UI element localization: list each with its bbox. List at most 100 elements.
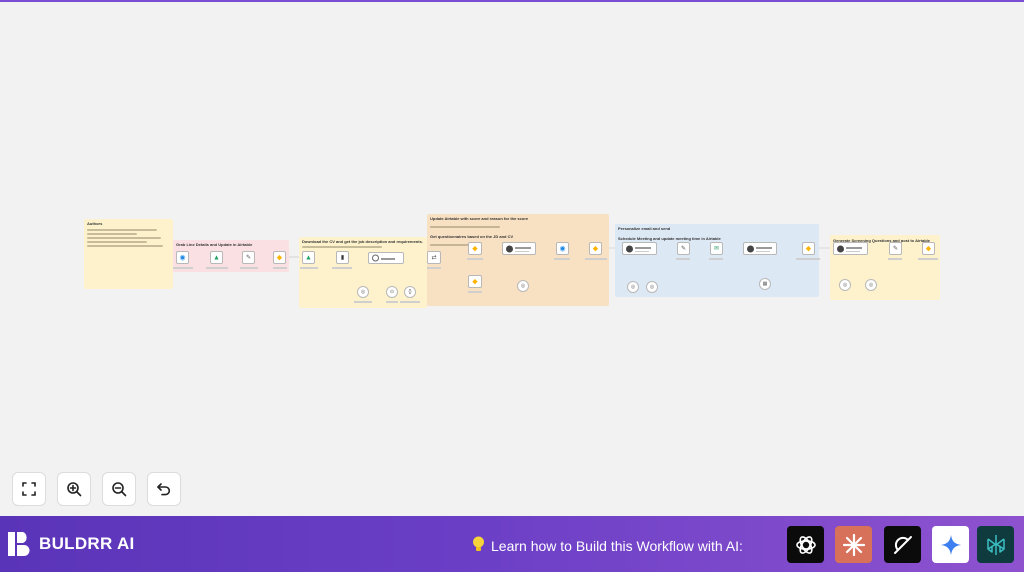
ai-agent-node[interactable] (368, 252, 404, 264)
claude-button[interactable] (835, 526, 872, 563)
zoom-in-icon (67, 482, 82, 497)
learn-text: Learn how to Build this Workflow with AI… (491, 538, 743, 554)
google-drive-download-node[interactable]: ▲ (302, 251, 315, 264)
airtable-meeting-node[interactable]: ◆ (802, 242, 815, 255)
reset-zoom-button[interactable] (147, 472, 181, 506)
sticky-title: Grab Line Details and Update in Airtable (176, 242, 253, 247)
pencil-icon: ✎ (245, 254, 252, 261)
learn-cta: Learn how to Build this Workflow with AI… (472, 536, 743, 556)
sticky-title: Generate Screening Questions and post to… (833, 238, 930, 243)
google-drive-upload-node[interactable]: ▲ (210, 251, 223, 264)
questionnaire-llm-node[interactable] (502, 242, 536, 255)
chatgpt-button[interactable] (787, 526, 824, 563)
sticky-text-line (430, 226, 500, 228)
node-label (300, 267, 318, 269)
email-parser-subnode[interactable]: ◎ (646, 281, 658, 293)
edit-fields-node[interactable]: ✎ (242, 251, 255, 264)
google-drive-icon: ▲ (213, 254, 220, 261)
llm-icon (626, 245, 633, 252)
extract-from-file-node[interactable]: ▮ (336, 251, 349, 264)
sticky-note-update-score[interactable]: Update Airtable with score and reason fo… (427, 214, 609, 306)
fit-view-icon (22, 482, 36, 496)
sticky-text-line (87, 229, 157, 231)
node-label (386, 301, 398, 303)
node-label (554, 258, 570, 260)
pencil-icon: ✎ (680, 245, 687, 252)
zoom-in-button[interactable] (57, 472, 91, 506)
node-label (173, 267, 193, 269)
output-parser-subnode[interactable]: {} (404, 286, 416, 298)
sticky-text-line (87, 233, 137, 235)
airtable-questions-node[interactable]: ◆ (589, 242, 602, 255)
buldrr-logo-icon (8, 532, 30, 556)
perplexity-button[interactable] (977, 526, 1014, 563)
node-subtitle-line (635, 251, 649, 252)
node-label (918, 258, 938, 260)
airtable-icon: ◆ (805, 245, 812, 252)
sticky-title: Personalize email and send (618, 226, 671, 231)
gemini-button[interactable] (932, 526, 969, 563)
google-drive-icon: ▲ (305, 254, 312, 261)
screening-llm-node[interactable] (833, 242, 868, 255)
schedule-meeting-node[interactable] (743, 242, 777, 255)
zoom-out-button[interactable] (102, 472, 136, 506)
model-icon: ◎ (360, 289, 366, 295)
screening-model-subnode[interactable]: ◎ (839, 279, 851, 291)
edit-email-node[interactable]: ✎ (677, 242, 690, 255)
form-trigger-node[interactable]: ◉ (176, 251, 189, 264)
braces-icon: {} (408, 289, 412, 295)
personalize-llm-node[interactable] (622, 242, 657, 255)
airtable-create-node[interactable]: ◆ (273, 251, 286, 264)
questionnaire-model-subnode[interactable]: ◎ (517, 280, 529, 292)
switch-node[interactable]: ⇄ (427, 251, 441, 264)
sticky-text-line (87, 245, 163, 247)
fit-view-button[interactable] (12, 472, 46, 506)
sticky-text-line (87, 241, 147, 243)
robot-icon (747, 245, 754, 252)
llm-icon (837, 245, 844, 252)
send-email-node[interactable]: ✉ (710, 242, 723, 255)
node-subtitle-line (756, 251, 770, 252)
airtable-rejected-node[interactable]: ◆ (468, 275, 482, 288)
pencil-icon: ✎ (892, 245, 899, 252)
grok-button[interactable] (884, 526, 921, 563)
chat-model-subnode[interactable]: ◎ (357, 286, 369, 298)
screening-parser-subnode[interactable]: ◎ (865, 279, 877, 291)
node-title-line (756, 247, 772, 249)
model-icon: ◎ (520, 283, 526, 289)
node-subtitle-line (515, 251, 529, 252)
edit-questions-node[interactable]: ✎ (889, 242, 902, 255)
node-label (240, 267, 258, 269)
node-title-line (515, 247, 531, 249)
airtable-screening-node[interactable]: ◆ (922, 242, 935, 255)
calendar-tool-subnode[interactable]: ▦ (759, 278, 771, 290)
form-icon: ◉ (179, 254, 186, 261)
email-model-subnode[interactable]: ◎ (627, 281, 639, 293)
brand-logo-link[interactable]: BULDRR AI (8, 532, 135, 556)
airtable-icon: ◆ (472, 278, 478, 285)
node-label (467, 258, 483, 260)
calendar-icon: ▦ (762, 281, 768, 287)
database-icon: ⊙ (389, 289, 395, 295)
workflow-canvas[interactable]: Authors Grab Line Details and Update in … (0, 2, 1024, 516)
node-title-line (635, 247, 651, 249)
file-icon: ▮ (340, 254, 345, 261)
node-title-line (381, 258, 395, 260)
node-label (354, 301, 372, 303)
http-request-node[interactable]: ◉ (556, 242, 569, 255)
node-label (585, 258, 607, 260)
sticky-note-authors[interactable]: Authors (84, 219, 173, 289)
openai-icon (795, 535, 816, 554)
airtable-icon: ◆ (925, 245, 932, 252)
node-label (273, 267, 287, 269)
node-label (206, 267, 228, 269)
sticky-subtitle: Get questionnaires based on the JD and C… (430, 234, 514, 239)
node-title-line (846, 247, 862, 249)
node-label (427, 267, 441, 269)
airtable-update-node[interactable]: ◆ (468, 242, 482, 255)
node-label (888, 258, 902, 260)
memory-subnode[interactable]: ⊙ (386, 286, 398, 298)
node-subtitle-line (846, 251, 860, 252)
gemini-icon (940, 534, 961, 555)
sticky-note-grab-details[interactable]: Grab Line Details and Update in Airtable (173, 240, 289, 272)
